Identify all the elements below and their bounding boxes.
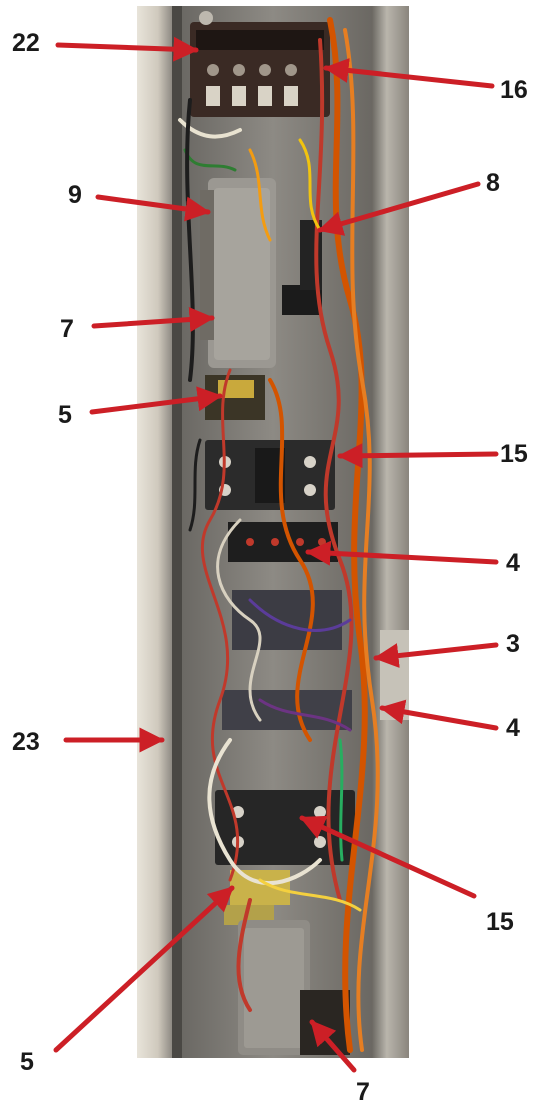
callout-label-4-upper: 4 <box>506 549 520 577</box>
callout-label-23: 23 <box>12 728 40 756</box>
arrow-16 <box>323 57 495 89</box>
callout-label-8: 8 <box>486 169 500 197</box>
arrow-5b <box>53 885 235 1053</box>
callout-label-3: 3 <box>506 630 520 658</box>
callout-label-7-upper: 7 <box>60 315 74 343</box>
arrow-9 <box>95 194 211 222</box>
callout-label-22: 22 <box>12 29 40 57</box>
arrow-15b <box>299 815 477 899</box>
callout-arrows <box>53 36 499 1073</box>
arrow-7a <box>91 307 215 332</box>
arrow-15a <box>337 443 499 469</box>
arrow-4b <box>379 699 499 731</box>
arrow-4a <box>305 540 499 566</box>
callout-label-5-upper: 5 <box>58 401 72 429</box>
panel-photo <box>137 6 409 1058</box>
arrow-3 <box>373 642 499 669</box>
callout-label-9: 9 <box>68 181 82 209</box>
arrow-7b <box>309 1019 357 1073</box>
callout-label-5-lower: 5 <box>20 1048 34 1076</box>
arrow-5a <box>89 386 223 415</box>
callout-label-7-lower: 7 <box>356 1078 370 1106</box>
callout-label-15-upper: 15 <box>500 440 528 468</box>
callout-label-16: 16 <box>500 76 528 104</box>
callout-label-4-lower: 4 <box>506 714 520 742</box>
arrow-22 <box>55 36 199 62</box>
arrow-8 <box>317 181 481 236</box>
callout-label-15-lower: 15 <box>486 908 514 936</box>
